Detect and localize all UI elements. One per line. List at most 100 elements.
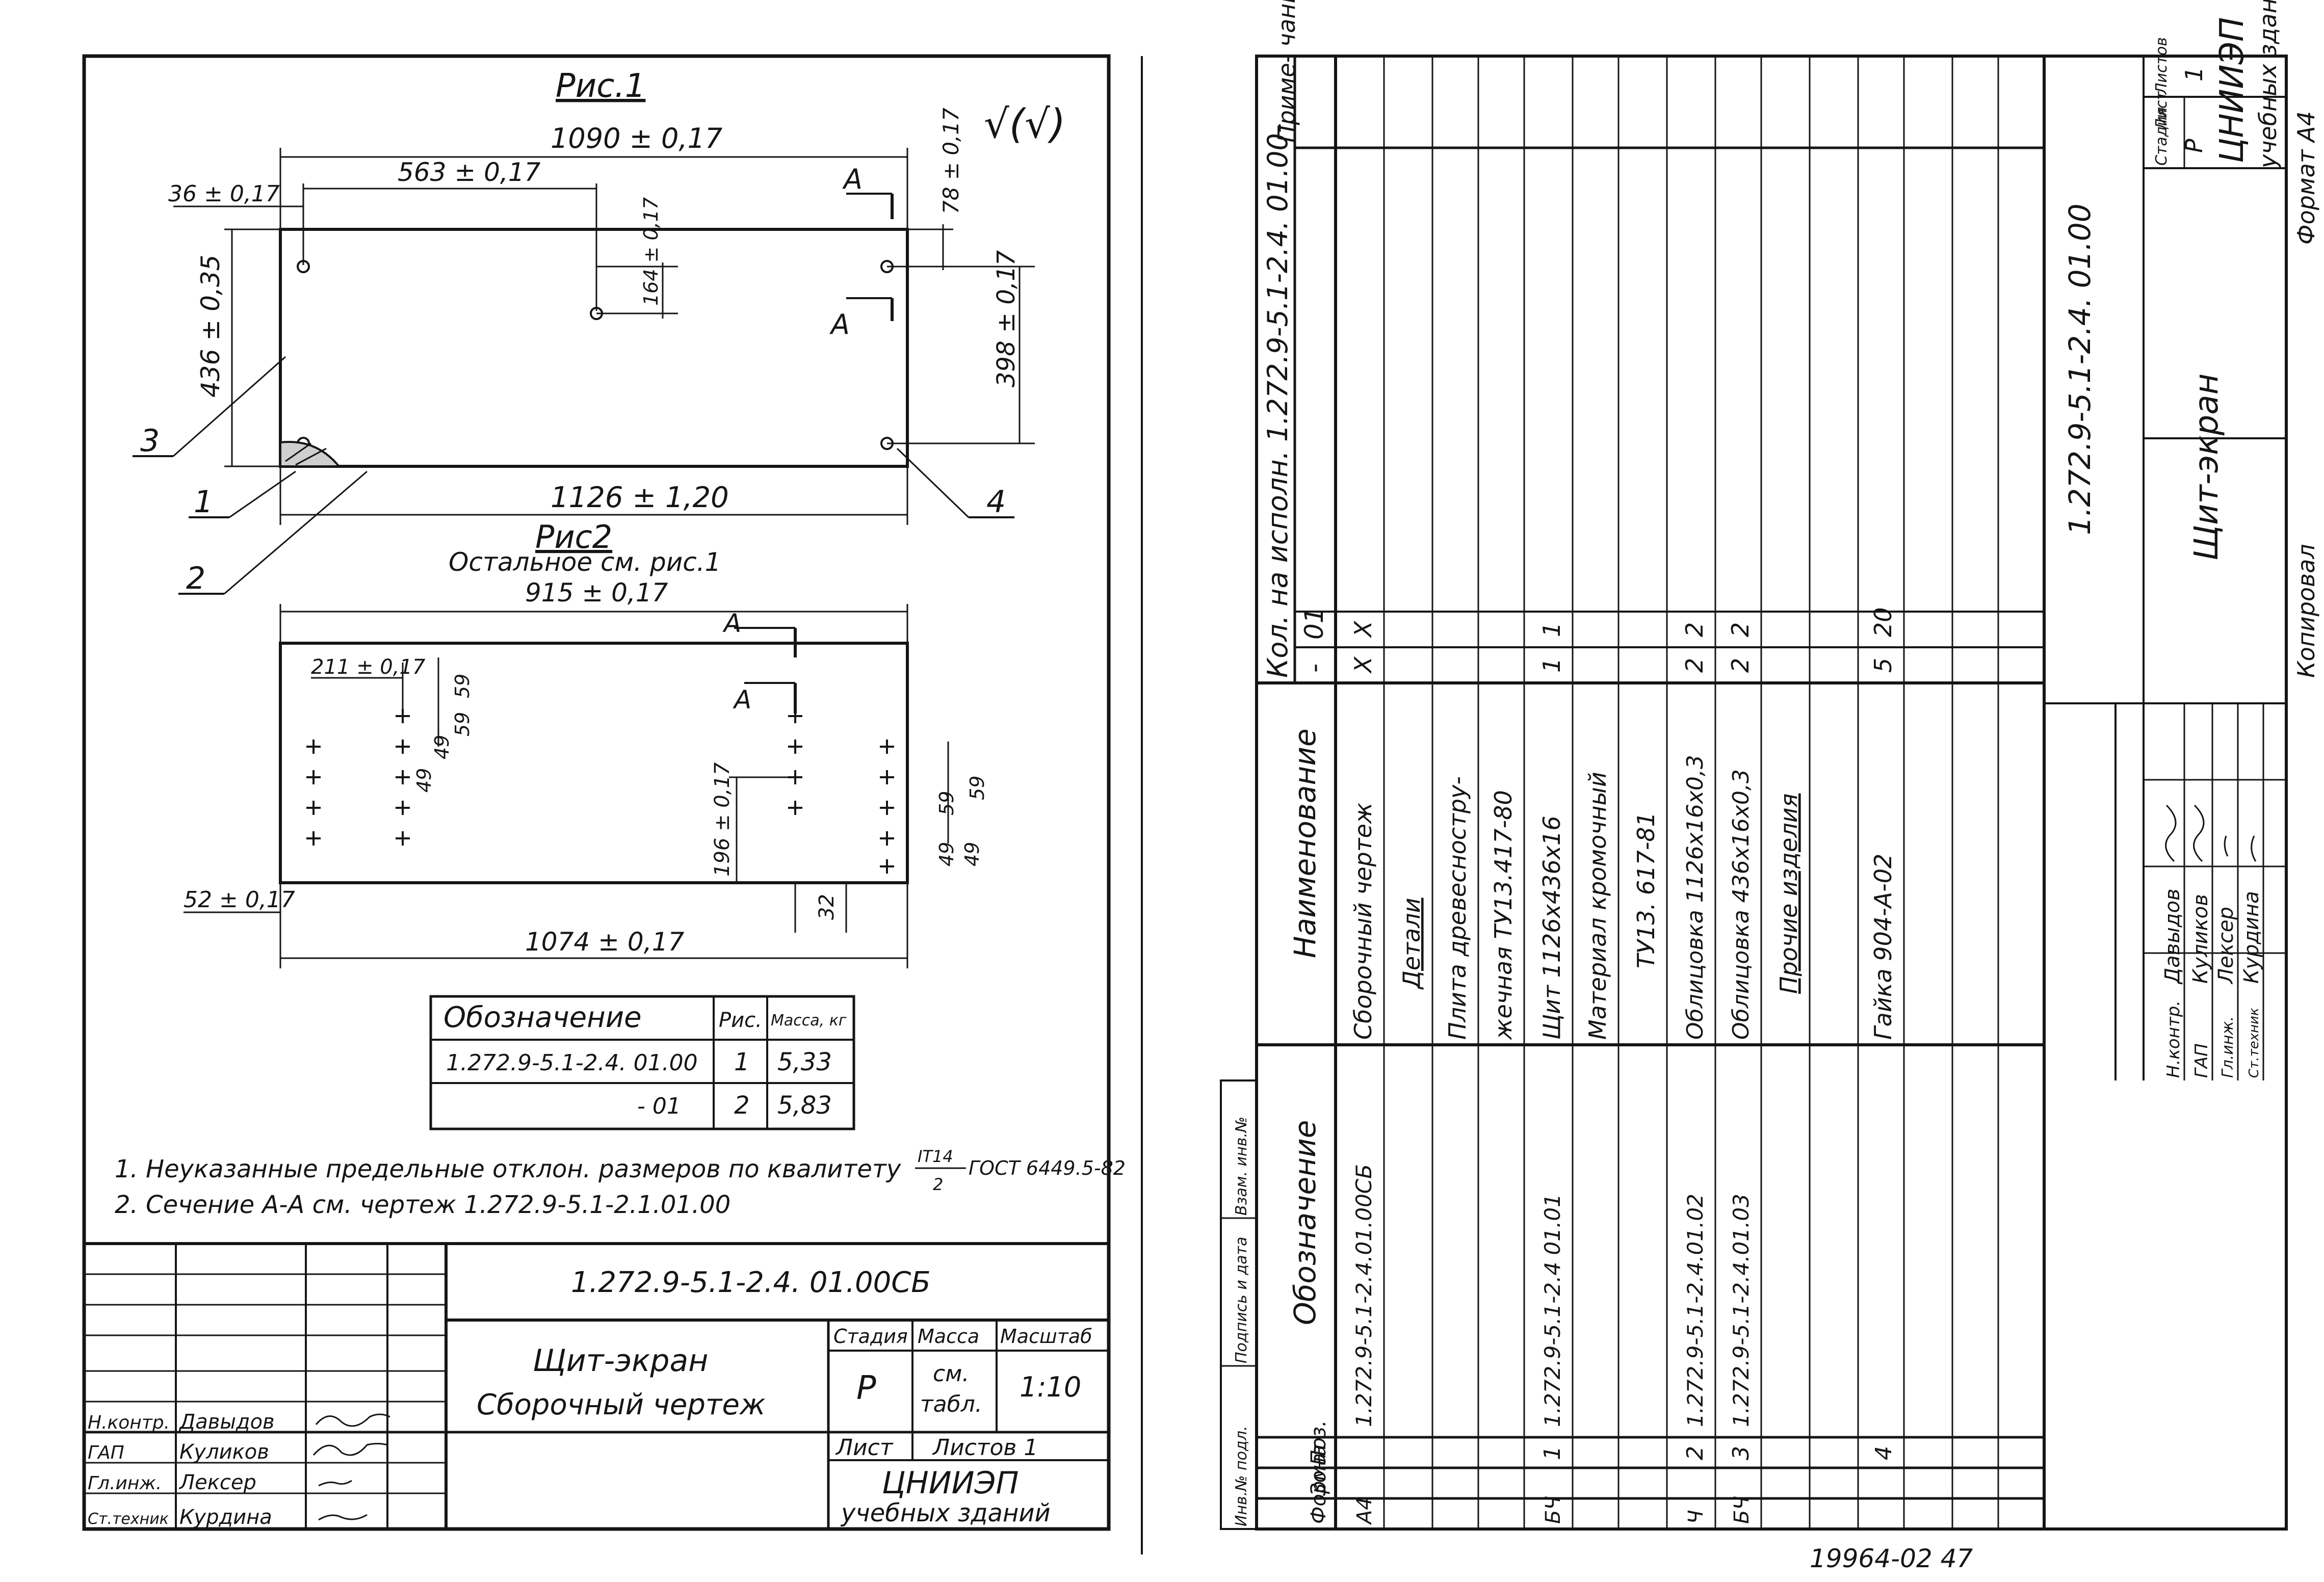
dim-59-b: 59 xyxy=(451,712,474,736)
dim-59-a: 59 xyxy=(451,674,474,698)
title-sheet-h: Лист xyxy=(835,1435,894,1461)
table-row: жечная ТУ13.417-80 xyxy=(1490,790,1517,1040)
fig2-title: Рис2 xyxy=(535,518,612,556)
dim-52: 52 ± 0,17 xyxy=(184,887,295,913)
spec-header-zone: Зона xyxy=(1307,1444,1330,1496)
assembly-drawing-sheet: Рис.1 √(√) 1090 ± 0,17 563 ± 0,17 36 ± 0… xyxy=(82,54,1126,1531)
hatched-corner-detail xyxy=(279,441,342,467)
figure-2: Рис2 Остальное см. рис.1 915 ± 0,17 А А xyxy=(184,518,988,968)
row-12-pos: 4 xyxy=(1871,1446,1897,1460)
dim-211: 211 ± 0,17 xyxy=(311,655,426,679)
table-header-fig: Рис. xyxy=(719,1009,762,1032)
specification-sheet: Формат Зона Поз. Обозначение Наименовани… xyxy=(1220,0,2320,1573)
row-5-designation: 1.272.9-5.1-2.4 01.01 xyxy=(1540,1194,1565,1427)
title-mass-h: Масса xyxy=(918,1325,979,1348)
spec-signer-role-2: ГАП xyxy=(2191,1043,2212,1078)
title-sheets-h: Листов 1 xyxy=(932,1435,1038,1461)
figure-1: Рис.1 √(√) 1090 ± 0,17 563 ± 0,17 36 ± 0… xyxy=(133,67,1065,596)
spec-header-qty: Кол. на исполн. 1.272.9-5.1-2.4. 01.00- xyxy=(1262,123,1294,678)
title-block-left: 1.272.9-5.1-2.4. 01.00СБ Щит-экран Сборо… xyxy=(84,1242,1109,1529)
table-row: Детали xyxy=(1398,898,1425,990)
signer-role-2: ГАП xyxy=(88,1442,124,1463)
spec-sheets-h: Листов xyxy=(2153,37,2171,95)
row-5-name: Щит 1126х436х16 xyxy=(1538,816,1565,1040)
dim-49-d: 49 xyxy=(961,842,983,866)
panel-outline-fig2 xyxy=(279,642,909,884)
side-label-inv: Инв.№ подл. xyxy=(1233,1426,1250,1526)
side-label-sign: Подпись и дата xyxy=(1233,1237,1250,1364)
row-10-name: Прочие изделия xyxy=(1775,794,1803,994)
table-row-2-mass: 5,83 xyxy=(777,1091,832,1120)
note-fraction-num: IT14 xyxy=(918,1147,953,1166)
row-8-pos: 2 xyxy=(1682,1446,1708,1460)
spec-signer-role-4: Ст.техник xyxy=(2247,1008,2262,1078)
left-sheet-frame xyxy=(82,54,1111,1531)
spec-stage: Р xyxy=(2180,139,2208,153)
spec-header-note: Приме- чание xyxy=(1273,0,1300,143)
row-9-name: Облицовка 436х16х0,3 xyxy=(1728,769,1754,1040)
title-name-1: Щит-экран xyxy=(533,1343,708,1379)
archive-number: 19964-02 47 xyxy=(1810,1544,1973,1573)
row-8-q2: 2 xyxy=(1681,622,1708,637)
title-stage: Р xyxy=(856,1369,876,1407)
row-5-q2: 1 xyxy=(1538,622,1565,637)
spec-signer-name-2: Куликов xyxy=(2189,894,2212,984)
dim-78: 78 ± 0,17 xyxy=(938,108,963,214)
spec-rows: А4 1.272.9-5.1-2.4.01.00СБ Сборочный чер… xyxy=(1349,607,1897,1525)
row-8-name: Облицовка 1126х16х0,3 xyxy=(1682,755,1708,1040)
note-1: 1. Неуказанные предельные отклон. размер… xyxy=(115,1155,901,1183)
dim-49-a: 49 xyxy=(431,735,453,759)
spec-stage-h: Стадия xyxy=(2153,107,2171,166)
table-row: ТУ13. 617-81 xyxy=(1632,812,1660,968)
table-row-1-designation: 1.272.9-5.1-2.4. 01.00 xyxy=(446,1050,698,1076)
side-labels: Инв.№ подл. Подпись и дата Взам. инв.№ xyxy=(1220,1079,1258,1530)
row-7-name: ТУ13. 617-81 xyxy=(1632,812,1660,968)
row-1-format: А4 xyxy=(1353,1497,1376,1525)
callout-2: 2 xyxy=(186,561,205,596)
general-notes: 1. Неуказанные предельные отклон. размер… xyxy=(115,1147,1126,1219)
row-8-format: Ч xyxy=(1684,1510,1708,1524)
table-row: БЧ 1 1.272.9-5.1-2.4 01.01 Щит 1126х436х… xyxy=(1538,622,1565,1524)
spec-signer-role-1: Н.контр. xyxy=(2163,1000,2184,1078)
dim-49-b: 49 xyxy=(413,768,435,793)
table-header-designation: Обозначение xyxy=(443,1001,642,1034)
dim-398: 398 ± 0,17 xyxy=(992,250,1021,387)
title-stage-h: Стадия xyxy=(833,1325,908,1348)
dim-1126: 1126 ± 1,20 xyxy=(551,481,729,514)
callout-4: 4 xyxy=(986,484,1006,520)
row-9-designation: 1.272.9-5.1-2.4.01.03 xyxy=(1729,1194,1754,1427)
dim-59-c: 59 xyxy=(966,776,988,800)
fig2-section-a-bottom: А xyxy=(733,685,751,715)
signer-name-4: Курдина xyxy=(179,1506,272,1529)
variants-table: Обозначение Рис. Масса, кг 1.272.9-5.1-2… xyxy=(429,995,855,1130)
spec-header-format: Формат xyxy=(1307,1440,1330,1524)
row-9-q2: 2 xyxy=(1727,622,1754,637)
row-5-format: БЧ xyxy=(1542,1496,1565,1524)
dim-164: 164 ± 0,17 xyxy=(640,197,662,306)
spec-signer-name-3: Лексер xyxy=(2214,907,2238,985)
signer-name-1: Давыдов xyxy=(178,1410,275,1434)
spec-header-designation: Обозначение xyxy=(1288,1120,1322,1325)
spec-signer-role-3: Гл.инж. xyxy=(2219,1016,2237,1078)
table-row-1-fig: 1 xyxy=(734,1048,750,1076)
title-mass-1: см. xyxy=(933,1361,969,1387)
spec-title-code: 1.272.9-5.1-2.4. 01.00 xyxy=(2062,203,2097,535)
table-row-1-mass: 5,33 xyxy=(777,1048,832,1076)
dim-49-c: 49 xyxy=(935,842,958,866)
dim-59-d: 59 xyxy=(935,791,958,815)
row-9-format: БЧ xyxy=(1730,1496,1754,1524)
dim-563: 563 ± 0,17 xyxy=(398,157,541,187)
dim-1074: 1074 ± 0,17 xyxy=(525,927,684,957)
row-4-name: жечная ТУ13.417-80 xyxy=(1490,790,1517,1040)
table-row: 4 Гайка 904-А-02 5 20 xyxy=(1869,607,1897,1460)
table-header-mass: Масса, кг xyxy=(771,1012,847,1030)
section-a-bottom: А xyxy=(829,308,850,340)
note-2: 2. Сечение А-А см. чертеж 1.272.9-5.1-2.… xyxy=(115,1191,730,1219)
table-row-2-fig: 2 xyxy=(734,1091,750,1120)
table-row: Прочие изделия xyxy=(1775,794,1803,994)
spec-header-pos: Поз. xyxy=(1307,1420,1330,1465)
signer-role-1: Н.контр. xyxy=(88,1412,170,1433)
table-row: Ч 2 1.272.9-5.1-2.4.01.02 Облицовка 1126… xyxy=(1681,622,1708,1524)
row-1-q2: Х xyxy=(1349,620,1377,638)
row-12-q1: 5 xyxy=(1869,658,1897,673)
